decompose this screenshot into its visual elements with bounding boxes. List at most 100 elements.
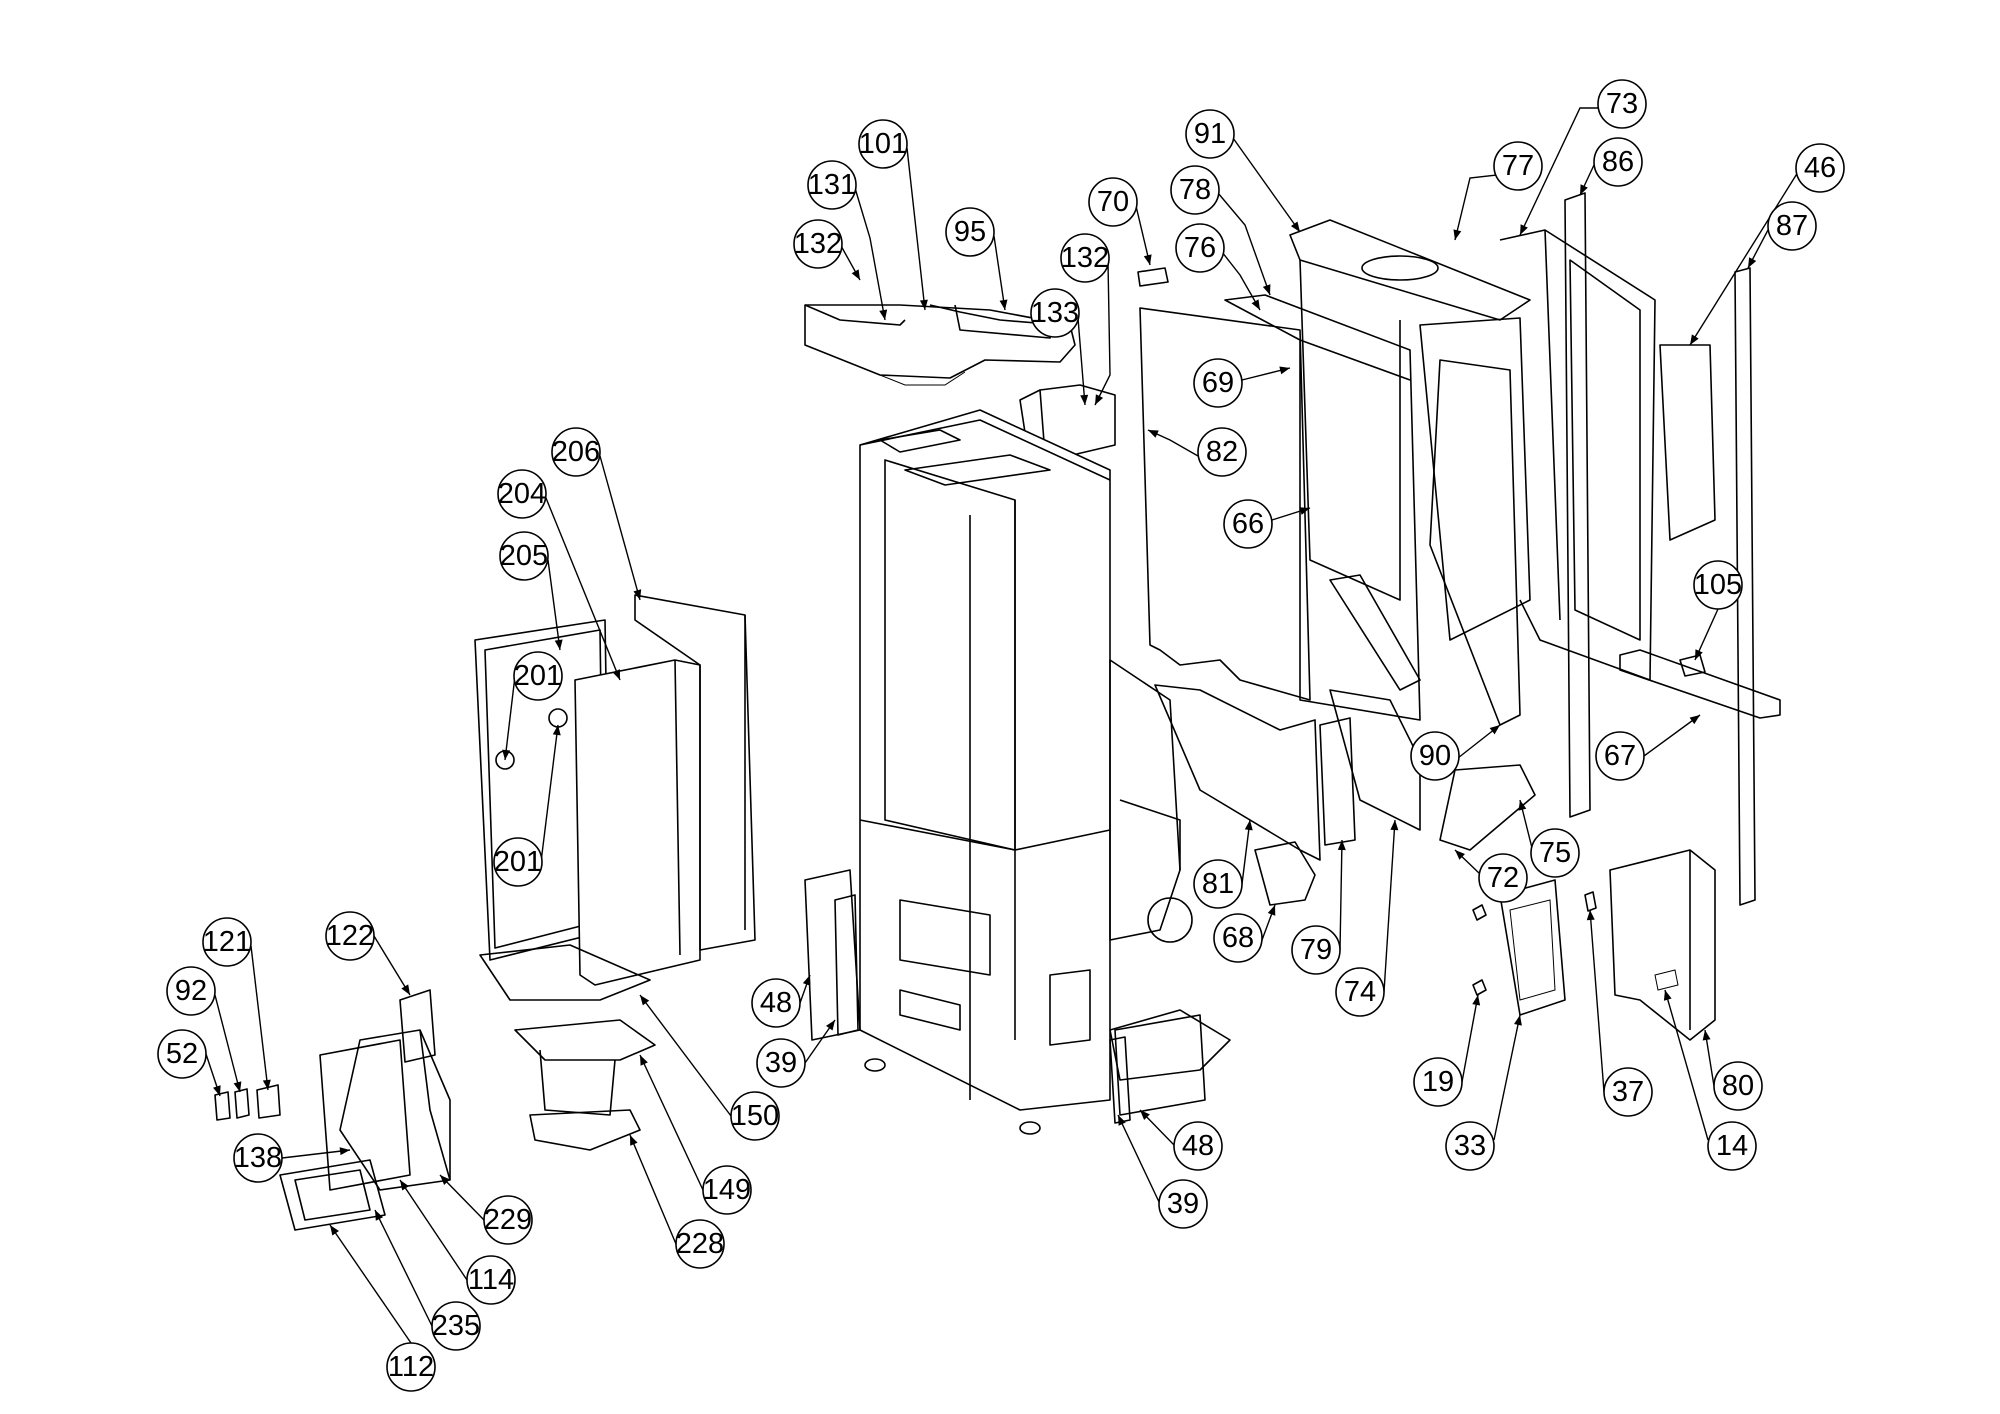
callout-81: 81 xyxy=(1193,859,1243,909)
leader-line xyxy=(250,945,269,1091)
callout-101: 101 xyxy=(858,119,908,169)
leader-arrowhead xyxy=(633,589,642,600)
leader-line xyxy=(1493,1014,1521,1141)
svg-text:201: 201 xyxy=(514,660,562,692)
callout-121: 121 xyxy=(202,917,252,967)
leader-arrowhead xyxy=(1580,184,1588,195)
callout-114: 114 xyxy=(466,1255,516,1305)
panel-206 xyxy=(634,594,756,951)
svg-text:132: 132 xyxy=(1061,242,1109,274)
leader-arrowhead xyxy=(1689,715,1700,725)
svg-text:101: 101 xyxy=(859,128,907,160)
callout-105: 105 xyxy=(1693,560,1743,610)
callout-68: 68 xyxy=(1213,913,1263,963)
panel-76 xyxy=(1224,294,1421,721)
svg-text:95: 95 xyxy=(954,216,986,248)
leader-line xyxy=(1383,819,1396,993)
latch-121 xyxy=(256,1084,281,1119)
callouts: 101 131 132 95 132 133 70 91 78 76 73 77… xyxy=(157,79,1845,1392)
leader-line xyxy=(214,994,241,1093)
dispenser-mechanism xyxy=(1109,659,1231,1081)
svg-text:149: 149 xyxy=(703,1174,751,1206)
leader-line xyxy=(639,1054,704,1191)
svg-text:48: 48 xyxy=(760,987,792,1019)
clip-70 xyxy=(1137,267,1169,287)
leader-arrowhead xyxy=(630,1135,638,1146)
leader-arrowhead xyxy=(375,1210,384,1221)
leader-line xyxy=(1094,261,1111,406)
leader-arrowhead xyxy=(1279,366,1290,375)
panel-204 xyxy=(574,659,701,986)
callout-39-right: 39 xyxy=(1158,1179,1208,1229)
bracket-105 xyxy=(1679,654,1706,677)
panel-68 xyxy=(1254,841,1316,906)
leader-arrowhead xyxy=(1299,507,1310,515)
svg-text:90: 90 xyxy=(1419,740,1451,772)
callout-79: 79 xyxy=(1291,925,1341,975)
callout-72: 72 xyxy=(1478,853,1528,903)
callout-229: 229 xyxy=(483,1195,533,1245)
leader-lines xyxy=(205,107,1799,1344)
leader-arrowhead xyxy=(1290,221,1300,232)
svg-text:73: 73 xyxy=(1606,88,1638,120)
tray-149 xyxy=(514,1019,656,1116)
svg-text:150: 150 xyxy=(731,1100,779,1132)
svg-text:67: 67 xyxy=(1604,740,1636,772)
callout-131: 131 xyxy=(807,160,857,210)
leader-arrowhead xyxy=(262,1079,271,1090)
leader-line xyxy=(629,1134,677,1245)
callout-39-left: 39 xyxy=(756,1038,806,1088)
main-cabinet-frame xyxy=(859,409,1111,1135)
svg-text:81: 81 xyxy=(1202,868,1234,900)
callout-78: 78 xyxy=(1170,165,1220,215)
leader-line xyxy=(1643,714,1701,757)
svg-text:122: 122 xyxy=(326,920,374,952)
leader-arrowhead xyxy=(1702,1030,1711,1041)
clip-37 xyxy=(1584,891,1597,912)
callout-133: 133 xyxy=(1030,288,1080,338)
svg-text:48: 48 xyxy=(1182,1130,1214,1162)
callout-74: 74 xyxy=(1335,967,1385,1017)
svg-text:92: 92 xyxy=(175,975,207,1007)
leader-line xyxy=(1519,107,1598,236)
leader-arrowhead xyxy=(1453,229,1462,240)
callout-48-left: 48 xyxy=(751,978,801,1028)
leader-arrowhead xyxy=(552,725,561,736)
leader-line xyxy=(439,1174,485,1221)
callout-149: 149 xyxy=(702,1165,752,1215)
panel-80 xyxy=(1609,849,1716,1041)
leader-line xyxy=(1589,909,1605,1093)
leader-line xyxy=(374,1209,433,1327)
callout-67: 67 xyxy=(1595,731,1645,781)
callout-150: 150 xyxy=(730,1091,780,1141)
leader-arrowhead xyxy=(1390,820,1399,831)
callout-80: 80 xyxy=(1713,1061,1763,1111)
svg-text:87: 87 xyxy=(1776,210,1808,242)
callout-70: 70 xyxy=(1088,177,1138,227)
leader-arrowhead xyxy=(612,669,620,680)
svg-text:76: 76 xyxy=(1184,232,1216,264)
svg-text:75: 75 xyxy=(1539,837,1571,869)
leader-line xyxy=(1241,819,1251,885)
callout-122: 122 xyxy=(325,911,375,961)
callout-66: 66 xyxy=(1223,499,1273,549)
leader-arrowhead xyxy=(233,1081,242,1092)
callout-201-bottom: 201 xyxy=(493,837,543,887)
callout-228: 228 xyxy=(675,1219,725,1269)
svg-text:19: 19 xyxy=(1422,1066,1454,1098)
svg-text:235: 235 xyxy=(432,1310,480,1342)
panel-90 xyxy=(1429,359,1521,726)
leader-line xyxy=(639,994,732,1117)
leader-arrowhead xyxy=(440,1175,450,1185)
callout-76: 76 xyxy=(1175,223,1225,273)
callout-138: 138 xyxy=(233,1133,283,1183)
leader-line xyxy=(504,675,516,761)
callout-73: 73 xyxy=(1597,79,1647,129)
svg-text:105: 105 xyxy=(1694,569,1742,601)
leader-arrowhead xyxy=(1143,254,1152,265)
leader-arrowhead xyxy=(400,1180,409,1191)
latch-92 xyxy=(234,1088,250,1119)
leader-line xyxy=(1217,192,1271,296)
leader-arrowhead xyxy=(879,309,888,320)
